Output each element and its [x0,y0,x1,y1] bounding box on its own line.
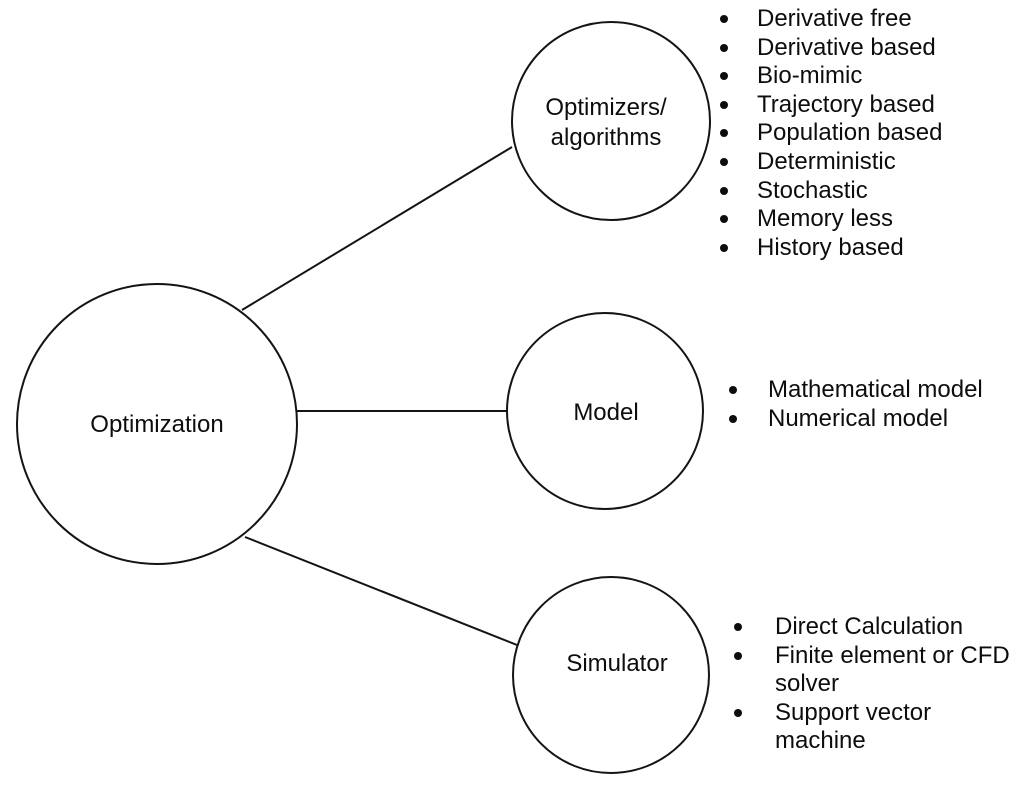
node-label-simulator: Simulator [566,650,667,677]
list-item: Numerical model [725,405,1024,434]
connector-optimization-to-optimizers [241,146,513,311]
list-item: Bio-mimic [716,62,1016,91]
list-item: Finite element or CFD solver [730,642,1024,699]
list-item: Trajectory based [716,91,1016,120]
list-item: Deterministic [716,148,1016,177]
connector-optimization-to-simulator [244,536,518,646]
list-item: Population based [716,119,1016,148]
list-item: Direct Calculation [730,613,1024,642]
list-item: History based [716,234,1016,263]
node-circle-simulator [512,576,710,774]
node-label-optimization: Optimization [90,411,223,438]
node-label-model: Model [573,399,638,426]
list-item: Mathematical model [725,376,1024,405]
node-label-optimizers-line1: Optimizers/ [545,94,667,121]
list-item: Derivative free [716,5,1016,34]
node-circle-optimization [16,283,298,565]
list-item: Support vector machine [730,699,1024,756]
node-circle-model [506,312,704,510]
list-item: Stochastic [716,177,1016,206]
list-item: Derivative based [716,34,1016,63]
list-item: Memory less [716,205,1016,234]
node-label-optimizers-line2: algorithms [551,124,662,151]
node-circle-optimizers [511,21,711,221]
